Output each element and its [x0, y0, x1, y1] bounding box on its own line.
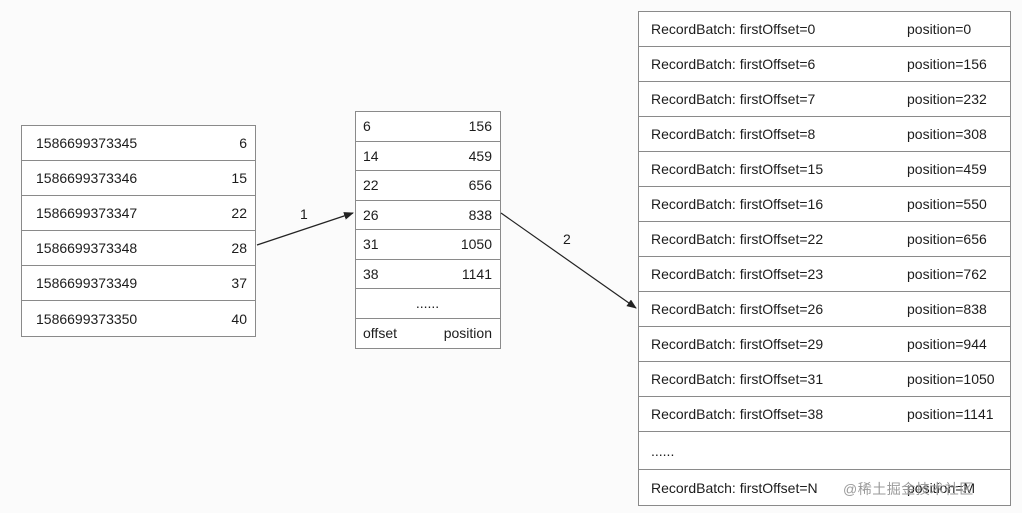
offset-index-row: 26 838: [356, 201, 500, 230]
timestamp-cell: 1586699373346: [36, 170, 138, 186]
timestamp-cell: 1586699373350: [36, 310, 138, 327]
batch-cell: RecordBatch: firstOffset=6: [651, 56, 816, 72]
time-index-row: 1586699373345 6: [22, 126, 255, 161]
record-batch-row: RecordBatch: firstOffset=26 position=838: [639, 292, 1010, 327]
record-batch-row: RecordBatch: firstOffset=16 position=550: [639, 187, 1010, 222]
timestamp-cell: 1586699373347: [36, 205, 138, 221]
position-cell: position=0: [907, 21, 972, 37]
timestamp-cell: 1586699373349: [36, 275, 138, 291]
offset-index-row: 38 1141: [356, 260, 500, 289]
offset-cell: 22: [231, 205, 247, 221]
position-cell: position=308: [907, 126, 987, 142]
batch-cell: RecordBatch: firstOffset=16: [651, 196, 824, 212]
position-cell: position=232: [907, 91, 987, 107]
record-batch-row: RecordBatch: firstOffset=31 position=1050: [639, 362, 1010, 397]
batch-cell: RecordBatch: firstOffset=22: [651, 231, 824, 247]
ellipsis: ......: [651, 442, 675, 459]
position-header: position: [443, 325, 492, 342]
position-cell: position=550: [907, 196, 987, 212]
record-batch-row: RecordBatch: firstOffset=23 position=762: [639, 257, 1010, 292]
timestamp-cell: 1586699373345: [36, 135, 138, 151]
batch-cell: RecordBatch: firstOffset=8: [651, 126, 816, 142]
time-index-row: 1586699373349 37: [22, 266, 255, 301]
batch-cell: RecordBatch: firstOffset=7: [651, 91, 816, 107]
time-index-row: 1586699373346 15: [22, 161, 255, 196]
time-index-row: 1586699373347 22: [22, 196, 255, 231]
log-segment-ellipsis-row: ......: [639, 432, 1010, 470]
offset-cell: 15: [231, 170, 247, 186]
record-batch-row: RecordBatch: firstOffset=6 position=156: [639, 47, 1010, 82]
offset-index-table: 6 156 14 459 22 656 26 838 31 1050 38 1141 ...…: [355, 111, 501, 349]
position-cell: position=1050: [907, 371, 995, 387]
record-batch-row: RecordBatch: firstOffset=7 position=232: [639, 82, 1010, 117]
offset-index-row: 31 1050: [356, 230, 500, 260]
watermark: @稀土掘金技术社区: [843, 481, 974, 497]
batch-cell: RecordBatch: firstOffset=31: [651, 371, 824, 387]
time-index-row: 1586699373348 28: [22, 231, 255, 266]
arrow-2-label: 2: [563, 231, 571, 247]
offset-cell: 14: [363, 147, 379, 164]
offset-cell: 38: [363, 265, 379, 282]
record-batch-row: RecordBatch: firstOffset=0 position=0: [639, 12, 1010, 47]
offset-cell: 40: [231, 310, 247, 327]
record-batch-row: RecordBatch: firstOffset=8 position=308: [639, 117, 1010, 152]
position-cell: position=459: [907, 161, 987, 177]
offset-cell: 28: [231, 240, 247, 256]
position-cell: position=944: [907, 336, 987, 352]
position-cell: position=762: [907, 266, 987, 282]
position-cell: 838: [468, 206, 492, 223]
batch-cell: RecordBatch: firstOffset=23: [651, 266, 824, 282]
position-cell: 156: [468, 118, 492, 135]
offset-cell: 6: [239, 135, 247, 151]
position-cell: 1050: [460, 236, 492, 253]
log-segment-table: RecordBatch: firstOffset=0 position=0 Rec…: [638, 11, 1011, 506]
batch-cell: RecordBatch: firstOffset=29: [651, 336, 824, 352]
position-cell: position=1141: [907, 406, 994, 422]
position-cell: position=656: [907, 231, 987, 247]
position-cell: 656: [468, 177, 492, 194]
offset-cell: 31: [363, 236, 379, 253]
batch-cell: RecordBatch: firstOffset=0: [651, 21, 816, 37]
offset-index-row: 14 459: [356, 142, 500, 171]
record-batch-row: RecordBatch: firstOffset=15 position=459: [639, 152, 1010, 187]
position-cell: position=M: [907, 479, 976, 496]
offset-index-row: 6 156: [356, 112, 500, 142]
record-batch-row: RecordBatch: firstOffset=22 position=656: [639, 222, 1010, 257]
batch-cell: RecordBatch: firstOffset=N: [651, 479, 818, 496]
record-batch-row: RecordBatch: firstOffset=29 position=944: [639, 327, 1010, 362]
batch-cell: RecordBatch: firstOffset=38: [651, 406, 824, 422]
timestamp-cell: 1586699373348: [36, 240, 138, 256]
offset-cell: 37: [231, 275, 247, 291]
position-cell: position=156: [907, 56, 987, 72]
position-cell: 459: [468, 147, 492, 164]
offset-cell: 22: [363, 177, 379, 194]
offset-cell: 26: [363, 206, 379, 223]
ellipsis: ......: [415, 295, 440, 312]
arrow-1-label: 1: [300, 206, 308, 222]
record-batch-row-last: RecordBatch: firstOffset=N position=M: [639, 470, 1010, 505]
batch-cell: RecordBatch: firstOffset=15: [651, 161, 824, 177]
offset-index-ellipsis-row: ......: [356, 289, 500, 319]
arrow-2: [500, 212, 637, 309]
time-index-row: 1586699373350 40: [22, 301, 255, 336]
time-index-table: 1586699373345 6 1586699373346 15 158669937…: [21, 125, 256, 337]
batch-cell: RecordBatch: firstOffset=26: [651, 301, 824, 317]
position-cell: position=838: [907, 301, 987, 317]
offset-index-footer-row: offset position: [356, 319, 500, 349]
position-cell: 1141: [461, 265, 492, 282]
offset-index-row: 22 656: [356, 171, 500, 201]
offset-header: offset: [363, 325, 397, 342]
offset-cell: 6: [363, 118, 371, 135]
record-batch-row: RecordBatch: firstOffset=38 position=1141: [639, 397, 1010, 432]
